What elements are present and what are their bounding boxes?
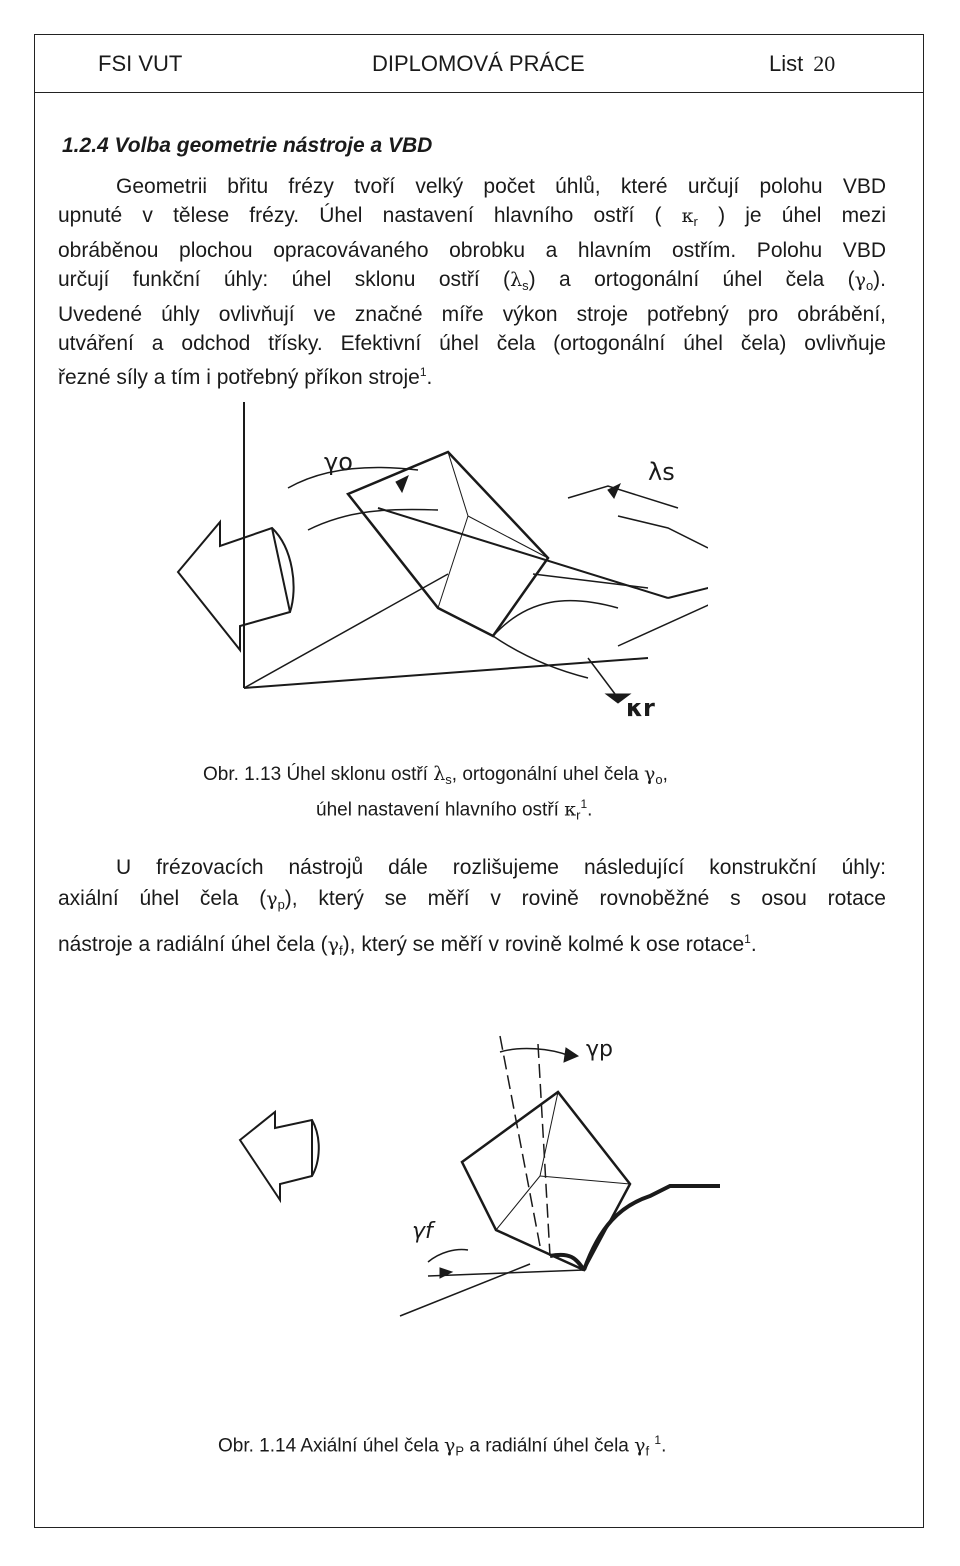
header-page-label: List	[769, 51, 804, 76]
symbol-lambda: λ	[510, 269, 523, 291]
text-segment: axiální úhel čela (	[58, 887, 267, 910]
subscript: o	[655, 772, 663, 787]
label-gamma-f: γf	[412, 1219, 436, 1244]
text-segment: .	[750, 933, 757, 956]
paragraph-line: utváření a odchod třísky. Efektivní úhel…	[58, 332, 886, 355]
subscript: s	[445, 772, 452, 787]
text-segment: ), který se měří v rovině kolmé k ose ro…	[342, 933, 745, 956]
caption-text: a radiální úhel čela	[469, 1435, 629, 1457]
subscript: r	[693, 214, 698, 229]
caption-text: ,	[662, 764, 668, 785]
page-frame	[34, 34, 924, 1528]
paragraph-milling-angles: U frézovacích nástrojů dále rozlišujeme …	[58, 852, 886, 966]
footnote-ref: 1	[580, 797, 588, 811]
subscript: s	[522, 278, 529, 293]
header-document-type: DIPLOMOVÁ PRÁCE	[372, 51, 585, 76]
paragraph-line: axiální úhel čela (γp), který se měří v …	[58, 883, 886, 920]
paragraph-line: U frézovacích nástrojů dále rozlišujeme …	[116, 856, 886, 879]
paragraph-line: obráběnou plochou opracovávaného obrobku…	[58, 239, 886, 262]
footnote-ref: 1	[419, 365, 427, 379]
text-segment: nástroje a radiální úhel čela (	[58, 933, 328, 956]
subscript: p	[277, 897, 285, 912]
header-page-number: 20	[813, 51, 836, 76]
label-gamma-o: γo	[324, 448, 353, 476]
label-gamma-p: γp	[586, 1037, 613, 1062]
paragraph-line: nástroje a radiální úhel čela (γf), kter…	[58, 924, 886, 966]
text-segment: .	[426, 366, 433, 389]
symbol-gamma: γ	[644, 763, 656, 785]
caption-text: .	[661, 1435, 667, 1457]
caption-text: Obr. 1.14 Axiální úhel čela	[218, 1435, 439, 1457]
figure-1-13: γo λs κr	[176, 402, 708, 722]
caption-text: Obr. 1.13 Úhel sklonu ostří	[203, 764, 428, 785]
text-segment: ) a ortogonální úhel čela (	[528, 268, 855, 291]
symbol-lambda: λ	[433, 763, 446, 785]
page-header: FSI VUT DIPLOMOVÁ PRÁCE List 20	[34, 34, 924, 93]
label-lambda-s: λs	[648, 458, 675, 486]
subscript: o	[865, 278, 874, 293]
caption-text: .	[587, 799, 593, 821]
text-segment: řezné síly a tím i potřebný příkon stroj…	[58, 366, 420, 389]
header-page: List 20	[769, 51, 835, 77]
figure-caption-1-13: Obr. 1.13 Úhel sklonu ostří λs, ortogoná…	[203, 763, 668, 787]
figure-caption-1-13-line2: úhel nastavení hlavního ostří κr1.	[316, 797, 592, 822]
paragraph-line: upnuté v tělese frézy. Úhel nastavení hl…	[58, 201, 886, 236]
subscript: P	[455, 1443, 465, 1459]
figure-1-14: γp γf	[238, 1035, 720, 1317]
paragraph-line: Uvedené úhly ovlivňují ve značné míře vý…	[58, 303, 886, 326]
subscript: r	[576, 807, 581, 823]
text-segment: určují funkční úhly: úhel sklonu ostří (	[58, 268, 511, 291]
subscript: f	[645, 1443, 650, 1459]
label-kappa-r: κr	[626, 694, 655, 722]
paragraph-geometry: Geometrii břitu frézy tvoří velký počet …	[58, 172, 886, 392]
section-title: 1.2.4 Volba geometrie nástroje a VBD	[62, 134, 433, 157]
symbol-gamma: γ	[634, 1434, 646, 1457]
text-segment: ) je úhel mezi	[718, 204, 886, 227]
symbol-gamma: γ	[266, 888, 278, 910]
text-segment: upnuté v tělese frézy. Úhel nastavení hl…	[58, 204, 662, 227]
symbol-gamma: γ	[444, 1434, 456, 1457]
caption-text: úhel nastavení hlavního ostří	[316, 799, 559, 821]
symbol-kappa: κ	[564, 798, 577, 821]
paragraph-line: Geometrii břitu frézy tvoří velký počet …	[116, 175, 886, 198]
header-faculty: FSI VUT	[98, 51, 183, 76]
figure-caption-1-14: Obr. 1.14 Axiální úhel čela γP a radiáln…	[218, 1433, 666, 1458]
caption-text: , ortogonální uhel čela	[451, 764, 639, 785]
symbol-gamma: γ	[854, 269, 866, 291]
footnote-ref: 1	[744, 932, 751, 946]
symbol-gamma: γ	[327, 934, 340, 956]
paragraph-line: řezné síly a tím i potřebný příkon stroj…	[58, 358, 886, 392]
subscript: f	[339, 943, 343, 958]
text-segment: ).	[873, 268, 886, 291]
paragraph-line: určují funkční úhly: úhel sklonu ostří (…	[58, 265, 886, 300]
footnote-ref: 1	[654, 1433, 662, 1447]
symbol-kappa: κ	[681, 205, 694, 227]
text-segment: ), který se měří v rovině rovnoběžné s o…	[284, 887, 886, 910]
